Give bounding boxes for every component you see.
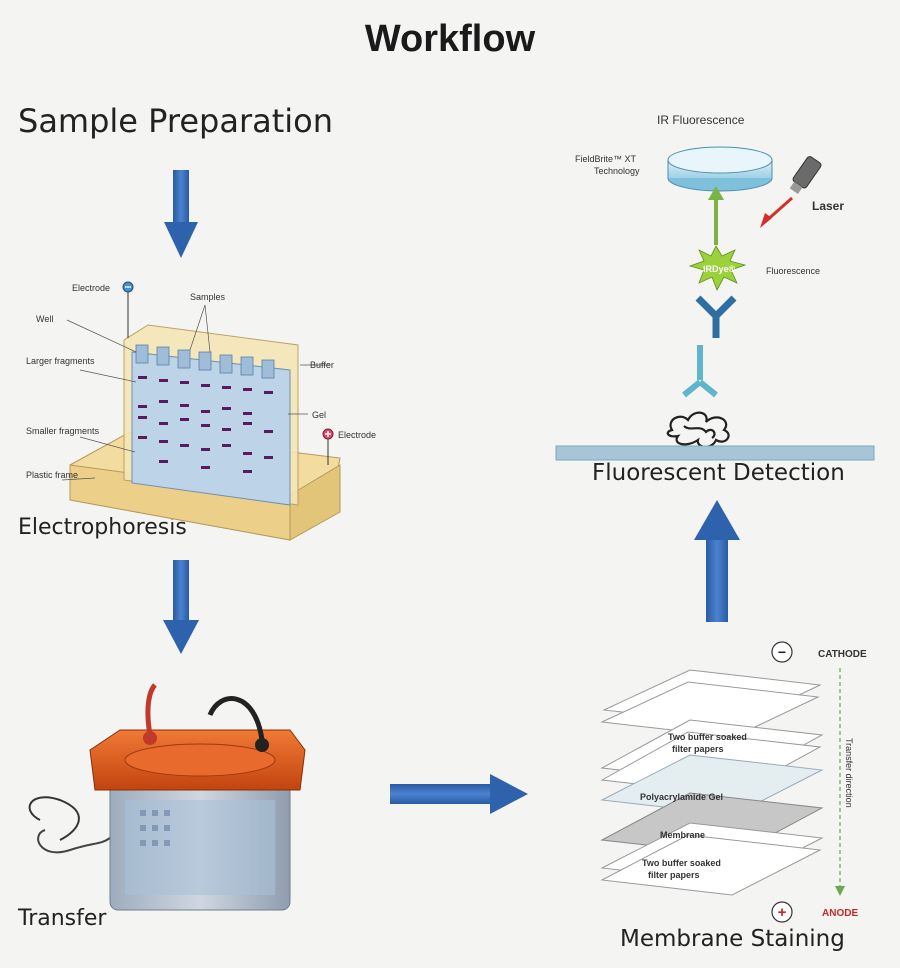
label-electrode-right: Electrode xyxy=(338,430,376,440)
page-title: Workflow xyxy=(364,18,536,60)
label-filter-top-2: filter papers xyxy=(672,744,724,754)
transfer-apparatus xyxy=(28,683,306,911)
secondary-antibody xyxy=(695,295,737,338)
label-samples: Samples xyxy=(190,292,226,302)
arrow-down-2 xyxy=(163,560,199,654)
label-anode: ANODE xyxy=(822,908,858,919)
svg-text:−: − xyxy=(778,644,786,660)
label-plastic-frame: Plastic frame xyxy=(26,470,78,480)
label-larger-fragments: Larger fragments xyxy=(26,356,95,366)
label-filter-top-1: Two buffer soaked xyxy=(668,732,747,742)
cathode-symbol xyxy=(771,641,793,663)
primary-antibody xyxy=(682,345,718,398)
stage-electrophoresis: Electrophoresis xyxy=(18,515,187,540)
label-fluorescence: Fluorescence xyxy=(766,266,820,276)
target-protein xyxy=(666,411,730,448)
label-irdye: IRDye® xyxy=(703,264,736,274)
arrow-right xyxy=(390,774,528,814)
arrow-down-1 xyxy=(164,170,198,258)
label-membrane-layer: Membrane xyxy=(660,830,705,840)
arrow-up xyxy=(694,500,740,622)
label-laser: Laser xyxy=(812,199,844,213)
label-buffer: Buffer xyxy=(310,360,334,370)
label-electrode-top: Electrode xyxy=(72,283,110,293)
stage-fluorescent-detection: Fluorescent Detection xyxy=(592,460,845,486)
electrophoresis-illustration: Electrode Samples Well Larger fragments … xyxy=(26,281,376,541)
label-transfer-direction: Transfer direction xyxy=(844,738,854,808)
membrane-bar xyxy=(555,445,875,461)
svg-text:+: + xyxy=(778,904,787,921)
label-cathode: CATHODE xyxy=(818,649,867,660)
label-gel: Gel xyxy=(312,410,326,420)
label-technology-2: Technology xyxy=(594,166,640,176)
label-gel-layer: Polyacrylamide Gel xyxy=(640,792,723,802)
label-smaller-fragments: Smaller fragments xyxy=(26,426,100,436)
label-technology-1: FieldBrite™ XT xyxy=(575,154,637,164)
label-filter-bottom-1: Two buffer soaked xyxy=(642,858,721,868)
stage-sample-preparation: Sample Preparation xyxy=(18,102,334,140)
anode-symbol xyxy=(771,901,793,923)
label-well: Well xyxy=(36,314,53,324)
stage-transfer: Transfer xyxy=(18,906,107,931)
detection-illustration: IR Fluorescence FieldBrite™ XT Technolog… xyxy=(555,113,875,461)
label-filter-bottom-2: filter papers xyxy=(648,870,700,880)
label-ir-fluorescence: IR Fluorescence xyxy=(657,113,745,127)
stage-membrane-staining: Membrane Staining xyxy=(620,926,845,952)
transfer-stack: − CATHODE Two buffer soaked filter paper… xyxy=(600,641,867,923)
